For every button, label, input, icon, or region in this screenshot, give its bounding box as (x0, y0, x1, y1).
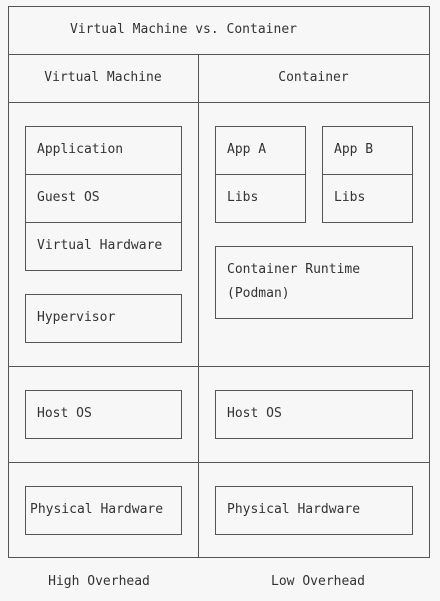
vm-stack-box (25, 126, 182, 271)
container-physical-hardware-box (215, 486, 413, 535)
vm-host-os-box (25, 390, 182, 439)
container-runtime-box (215, 246, 413, 319)
container-host-os-label: Host OS (227, 406, 282, 421)
container-physical-hardware-label: Physical Hardware (227, 502, 361, 517)
vm-physical-hardware-box (25, 486, 182, 535)
container-runtime-label: Container Runtime (227, 262, 361, 277)
guest-os-label: Guest OS (37, 190, 100, 205)
container-runtime-sublabel: (Podman) (227, 286, 290, 301)
libs-b-label: Libs (334, 190, 366, 205)
container-overhead-label: Low Overhead (271, 574, 365, 589)
vm-host-os-label: Host OS (37, 406, 92, 421)
vm-overhead-label: High Overhead (48, 574, 150, 589)
virtual-hardware-label: Virtual Hardware (37, 238, 163, 253)
container-host-os-box (215, 390, 413, 439)
outer-frame (8, 6, 430, 558)
hypervisor-label: Hypervisor (37, 310, 116, 325)
vm-column-header: Virtual Machine (44, 70, 162, 85)
container-column-header: Container (278, 70, 349, 85)
libs-a-label: Libs (227, 190, 259, 205)
hypervisor-box (25, 294, 182, 343)
diagram-title: Virtual Machine vs. Container (70, 22, 297, 37)
vm-physical-hardware-label: Physical Hardware (30, 502, 164, 517)
app-b-label: App B (334, 142, 374, 157)
app-a-label: App A (227, 142, 267, 157)
application-label: Application (37, 142, 124, 157)
